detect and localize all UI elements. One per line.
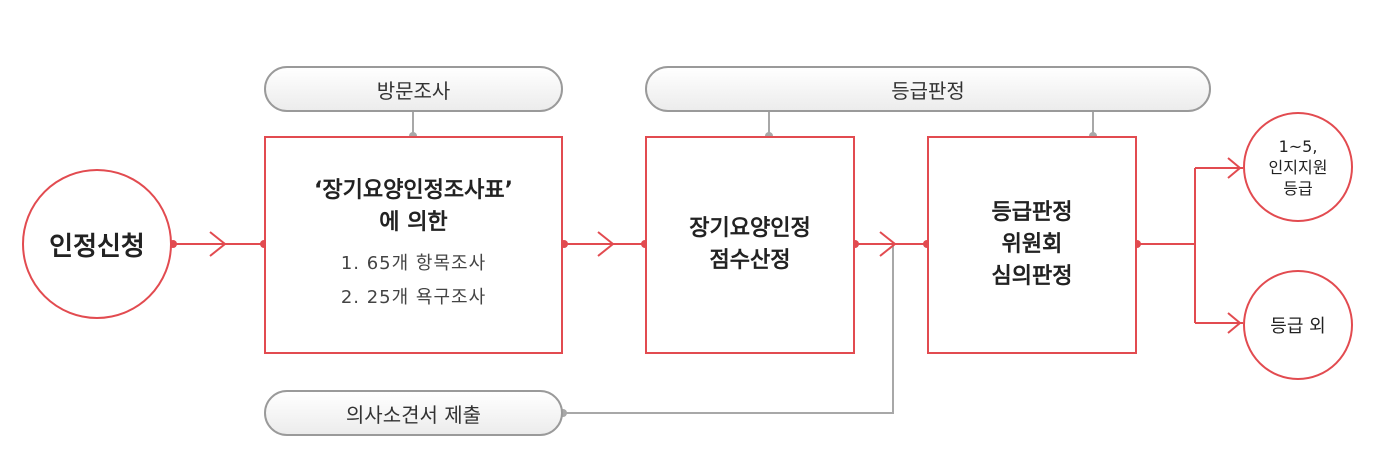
survey-item-1: 1. 65개 항목조사: [340, 253, 487, 274]
survey-title-line1: ‘장기요양인정조사표’: [314, 178, 513, 203]
survey-item-2: 2. 25개 욕구조사: [340, 287, 487, 308]
doctor-opinion-label: 의사소견서 제출: [345, 402, 482, 427]
survey-title-line2: 에 의한: [379, 210, 448, 235]
visit-survey-label: 방문조사: [376, 78, 451, 103]
committee-box: 등급판정 위원회 심의판정: [927, 136, 1137, 354]
grade-out-label: 등급 외: [1270, 316, 1326, 337]
apply-circle: 인정신청: [22, 169, 172, 319]
committee-line1: 등급판정: [991, 200, 1073, 225]
grade-decision-pill: 등급판정: [645, 66, 1211, 112]
apply-label: 인정신청: [49, 231, 145, 262]
doctor-opinion-pill: 의사소견서 제출: [264, 390, 563, 436]
score-line2: 점수산정: [709, 248, 791, 273]
committee-line3: 심의판정: [991, 264, 1073, 289]
grade-in-line1: 1~5,: [1278, 136, 1318, 156]
grade-in-line2: 인지지원: [1268, 157, 1328, 177]
grade-decision-label: 등급판정: [891, 78, 965, 103]
grade-in-line3: 등급: [1283, 178, 1313, 198]
committee-line2: 위원회: [1001, 232, 1063, 257]
score-box: 장기요양인정 점수산정: [645, 136, 855, 354]
grade-in-circle: 1~5, 인지지원 등급: [1243, 112, 1353, 222]
visit-survey-pill: 방문조사: [264, 66, 563, 112]
score-line1: 장기요양인정: [689, 216, 811, 241]
grade-out-circle: 등급 외: [1243, 270, 1353, 380]
survey-box: ‘장기요양인정조사표’ 에 의한 1. 65개 항목조사 2. 25개 욕구조사: [264, 136, 563, 354]
